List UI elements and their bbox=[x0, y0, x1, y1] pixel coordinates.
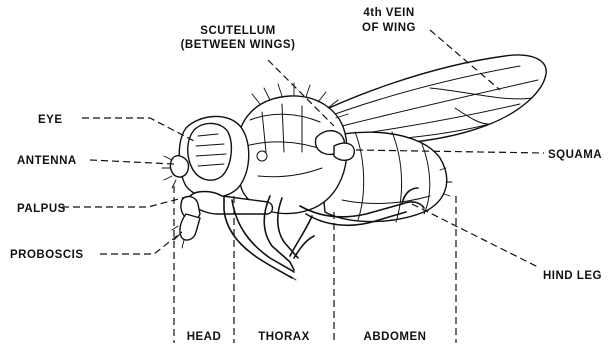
label-vein-line2: OF WING bbox=[362, 22, 416, 34]
leader-antenna bbox=[90, 160, 174, 164]
region-labels: HEAD THORAX ABDOMEN bbox=[187, 331, 427, 343]
leader-eye bbox=[82, 118, 196, 142]
label-vein-line1: 4th VEIN bbox=[363, 7, 414, 19]
region-label-abdomen: ABDOMEN bbox=[364, 331, 427, 343]
label-antenna: ANTENNA bbox=[17, 155, 77, 167]
region-label-head: HEAD bbox=[187, 331, 222, 343]
label-hind-leg: HIND LEG bbox=[543, 270, 602, 282]
label-proboscis: PROBOSCIS bbox=[10, 249, 84, 261]
fly-illustration bbox=[162, 55, 546, 280]
label-scutellum-line1: SCUTELLUM bbox=[200, 25, 275, 37]
leader-palpus bbox=[62, 196, 190, 207]
region-label-thorax: THORAX bbox=[258, 331, 310, 343]
leader-proboscis bbox=[100, 232, 182, 254]
label-scutellum-line2: (BETWEEN WINGS) bbox=[181, 39, 296, 51]
label-eye: EYE bbox=[38, 114, 63, 126]
label-palpus: PALPUS bbox=[17, 203, 66, 215]
leader-hind-leg bbox=[412, 204, 540, 268]
label-squama: SQUAMA bbox=[548, 149, 602, 161]
